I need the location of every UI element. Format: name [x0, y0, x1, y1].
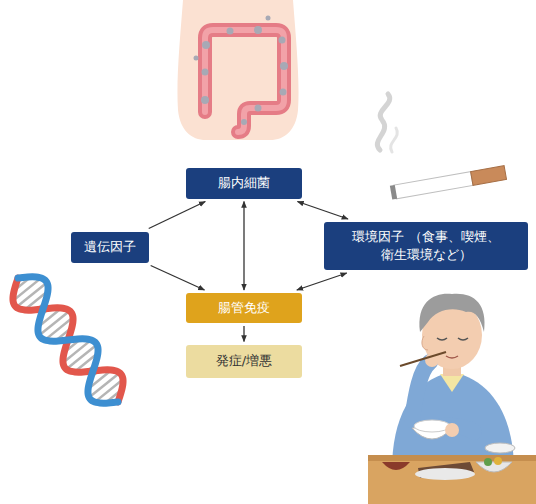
colon-illustration [194, 16, 289, 133]
colon-illustration-part-part [202, 41, 210, 49]
colon-illustration-part-part [241, 119, 247, 125]
cigarette-illustration-part-part [394, 172, 473, 199]
colon-illustration-part-part [280, 62, 288, 70]
node-label: 環境因子 （食事、喫煙、衛生環境など） [336, 228, 516, 263]
cigarette-illustration-part-part [471, 166, 507, 186]
connector-arrow [151, 266, 205, 291]
man-eating-illustration-part [485, 443, 515, 453]
colon-illustration-part-part [201, 96, 209, 104]
cigarette-illustration [377, 94, 506, 200]
man-eating-illustration-part [440, 374, 464, 392]
man-eating-illustration-part [400, 352, 446, 366]
connector-arrow [243, 326, 244, 342]
torso-illustration [177, 0, 298, 140]
man-eating-illustration-part [368, 455, 536, 461]
dna-illustration-part [18, 277, 118, 403]
man-eating-illustration [368, 294, 536, 504]
man-eating-illustration-part [419, 294, 484, 332]
man-eating-illustration-part [446, 356, 458, 358]
colon-illustration-part-part [266, 16, 271, 21]
colon-illustration-part [194, 16, 289, 126]
colon-illustration-part-part [280, 89, 287, 96]
connector-arrow [297, 273, 347, 290]
colon-illustration-part-part [227, 28, 234, 35]
colon-illustration-part-part [255, 105, 262, 112]
cigarette-illustration-part [391, 128, 398, 152]
connector-arrow [297, 202, 348, 220]
node-label: 遺伝因子 [84, 238, 136, 256]
cigarette-illustration-part [390, 166, 507, 200]
factor-box: 環境因子 （食事、喫煙、衛生環境など） [324, 222, 528, 270]
colon-illustration-part-part [202, 69, 209, 76]
man-eating-illustration-part [415, 468, 475, 480]
man-eating-illustration-part [484, 458, 492, 466]
colon-illustration-part-part [254, 26, 262, 34]
man-eating-illustration-part [437, 338, 468, 340]
node-label: 発症/増悪 [216, 352, 272, 370]
dna-illustration [13, 277, 123, 403]
man-eating-illustration-part [476, 462, 512, 472]
cigarette-illustration-part-part [390, 185, 397, 200]
colon-illustration-part [205, 30, 284, 132]
torso-illustration-part [177, 0, 298, 140]
man-eating-illustration-part [445, 423, 459, 437]
cigarette-illustration-part [377, 94, 389, 150]
factor-box: 遺伝因子 [71, 232, 149, 263]
colon-illustration-part [205, 30, 284, 132]
man-eating-illustration-part [422, 336, 428, 350]
factor-box: 腸内細菌 [186, 168, 302, 199]
immunity-box: 腸管免疫 [186, 293, 302, 323]
man-eating-illustration-part [414, 420, 450, 432]
outcome-box: 発症/増悪 [186, 345, 302, 378]
node-label: 腸内細菌 [218, 174, 270, 192]
man-eating-illustration-part [494, 457, 502, 465]
connector-arrow [243, 202, 244, 291]
man-eating-illustration-part [382, 462, 410, 470]
colon-illustration-part-part [279, 37, 286, 44]
man-eating-illustration-part [368, 455, 536, 504]
colon-illustration-part-part [194, 56, 199, 61]
man-eating-illustration-part [412, 362, 430, 420]
connector-arrow [149, 202, 206, 229]
node-label: 腸管免疫 [218, 299, 270, 317]
